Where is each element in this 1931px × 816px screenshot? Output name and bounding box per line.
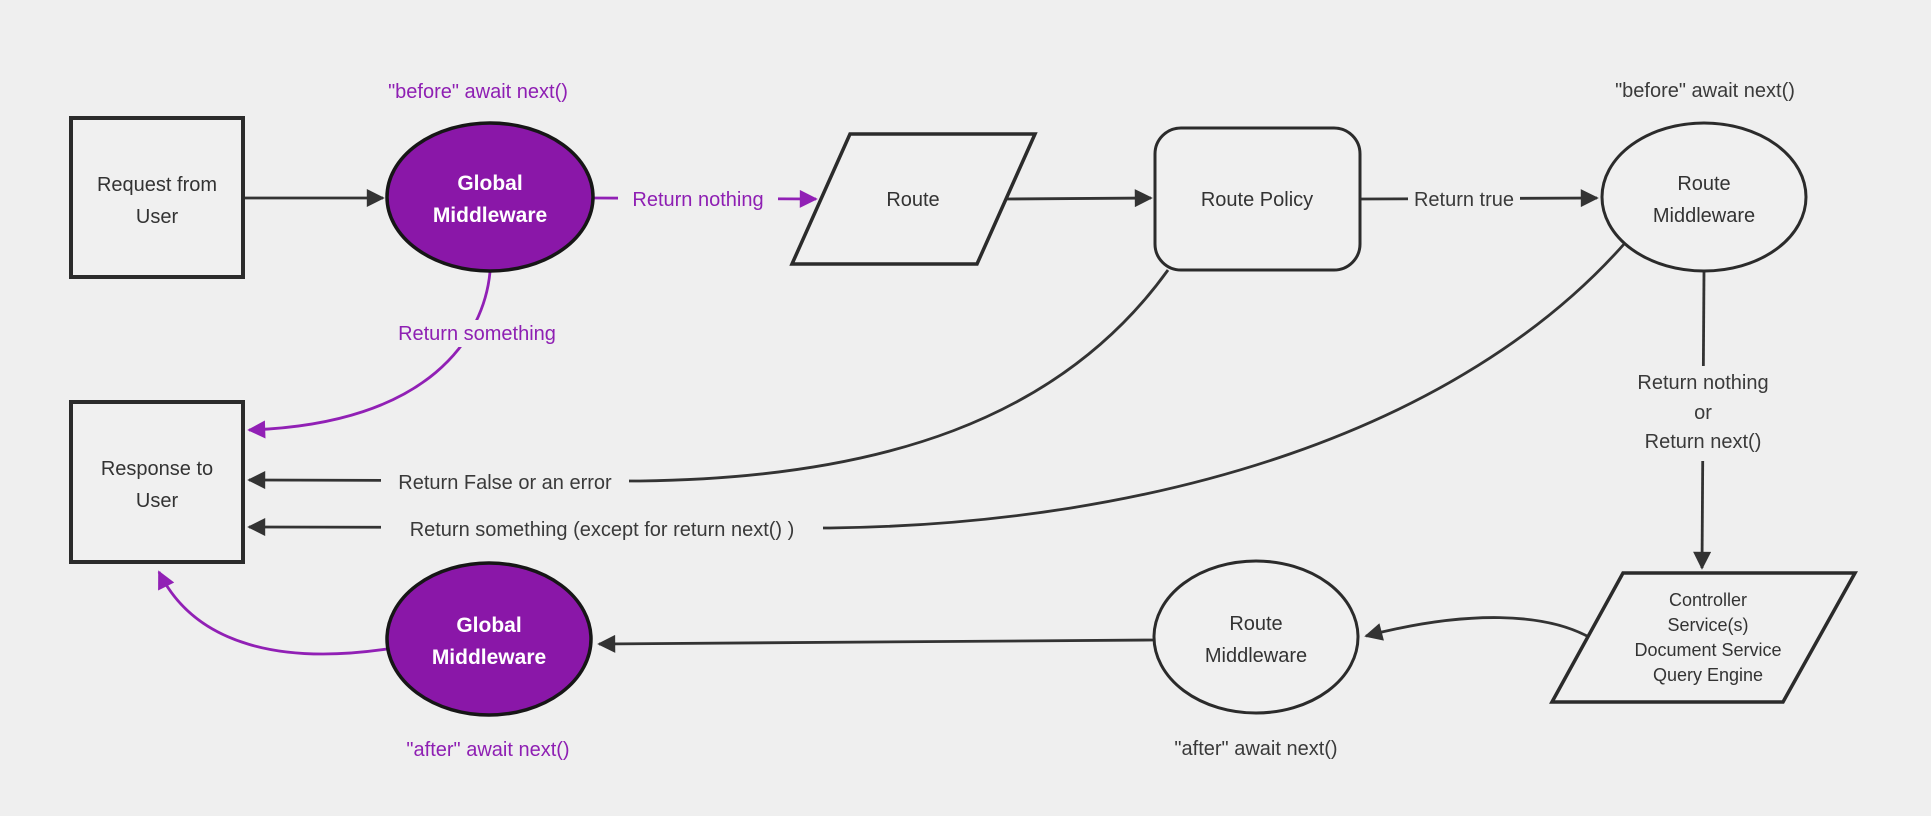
- edge-label-text: Return False or an error: [398, 472, 612, 494]
- node-route-middleware-top: Route Middleware: [1600, 121, 1808, 273]
- edge-label-text: "before" await next(): [1615, 80, 1795, 102]
- edge-label-text: Return nothing: [632, 189, 763, 211]
- edge-label-text: Return nothing: [1637, 372, 1768, 394]
- node-label: Controller: [1669, 590, 1747, 610]
- node-global-middleware-bottom: Global Middleware: [385, 561, 593, 717]
- label-background: [381, 320, 573, 347]
- node-label: Response to: [101, 458, 213, 480]
- edge-label-text: or: [1694, 402, 1712, 424]
- edge-label-before-await-right: "before" await next(): [1615, 80, 1795, 102]
- edge-label-before-await-left: "before" await next(): [388, 81, 568, 103]
- node-request-from-user: Request from User: [69, 116, 245, 279]
- node-label: Document Service: [1634, 640, 1781, 660]
- edge-label-after-await-right: "after" await next(): [1174, 738, 1337, 760]
- edge-route-middleware-bottom-to-global-middleware-bottom: [597, 634, 1155, 653]
- edge-label-text: Return true: [1414, 189, 1514, 211]
- node-label: Global: [456, 614, 521, 637]
- node-label: Route Policy: [1201, 189, 1313, 211]
- node-route-middleware-bottom: Route Middleware: [1152, 559, 1360, 715]
- edge-label-text: "after" await next(): [1174, 738, 1337, 760]
- edge-label-text: "before" await next(): [388, 81, 568, 103]
- route-middleware-ellipse: [1152, 559, 1360, 715]
- request-box: [69, 116, 245, 279]
- node-controller-services: Controller Service(s) Document Service Q…: [1549, 571, 1858, 704]
- route-middleware-ellipse: [1600, 121, 1808, 273]
- route-policy-box: [1153, 126, 1362, 272]
- edge-label-text: Return something: [398, 323, 556, 345]
- node-label: User: [136, 490, 179, 512]
- label-background: [1408, 185, 1520, 213]
- node-label: Middleware: [433, 204, 547, 227]
- node-label: Route: [1229, 613, 1282, 635]
- node-label: Middleware: [432, 646, 546, 669]
- edge-label-return-false-or-error: Return False or an error: [381, 467, 629, 496]
- edge-route-policy-return-false-to-response: [247, 269, 1170, 490]
- edge-label-text: Return something (except for return next…: [410, 519, 795, 541]
- node-label: Global: [457, 172, 522, 195]
- label-background: [381, 513, 823, 543]
- edge-controller-to-route-middleware-bottom: [1364, 616, 1588, 641]
- global-middleware-ellipse: [385, 121, 595, 273]
- edge-label-return-true: Return true: [1408, 185, 1520, 213]
- edge-label-return-something-except: Return something (except for return next…: [381, 513, 823, 543]
- node-label: Route: [1677, 173, 1730, 195]
- edge-global-middleware-bottom-to-response: [157, 570, 388, 656]
- node-label: Request from: [97, 174, 217, 196]
- global-middleware-ellipse: [385, 561, 593, 717]
- edge-label-text: Return next(): [1645, 431, 1762, 453]
- node-label: Query Engine: [1653, 665, 1763, 685]
- edge-global-middleware-return-something-to-response: [247, 271, 492, 439]
- node-label: Route: [886, 189, 939, 211]
- edge-route-middleware-return-something-to-response: [247, 242, 1627, 537]
- node-label: Middleware: [1653, 205, 1755, 227]
- edge-label-after-await-left: "after" await next(): [406, 739, 569, 761]
- node-route: Route: [789, 132, 1038, 266]
- node-response-to-user: Response to User: [69, 400, 245, 564]
- node-label: User: [136, 206, 179, 228]
- controller-parallelogram: [1549, 571, 1858, 704]
- node-route-policy: Route Policy: [1153, 126, 1362, 272]
- label-background: [1616, 366, 1792, 461]
- route-parallelogram: [789, 132, 1038, 266]
- edge-label-return-nothing: Return nothing: [618, 184, 778, 213]
- edge-label-return-nothing-or-next: Return nothing or Return next(): [1616, 366, 1792, 461]
- edge-route-to-route-policy: [1005, 189, 1153, 208]
- node-label: Middleware: [1205, 645, 1307, 667]
- label-background: [618, 184, 778, 213]
- label-background: [381, 467, 629, 496]
- edge-label-return-something: Return something: [381, 320, 573, 347]
- node-global-middleware-top: Global Middleware: [385, 121, 595, 273]
- node-label: Service(s): [1667, 615, 1748, 635]
- response-box: [69, 400, 245, 564]
- edge-label-text: "after" await next(): [406, 739, 569, 761]
